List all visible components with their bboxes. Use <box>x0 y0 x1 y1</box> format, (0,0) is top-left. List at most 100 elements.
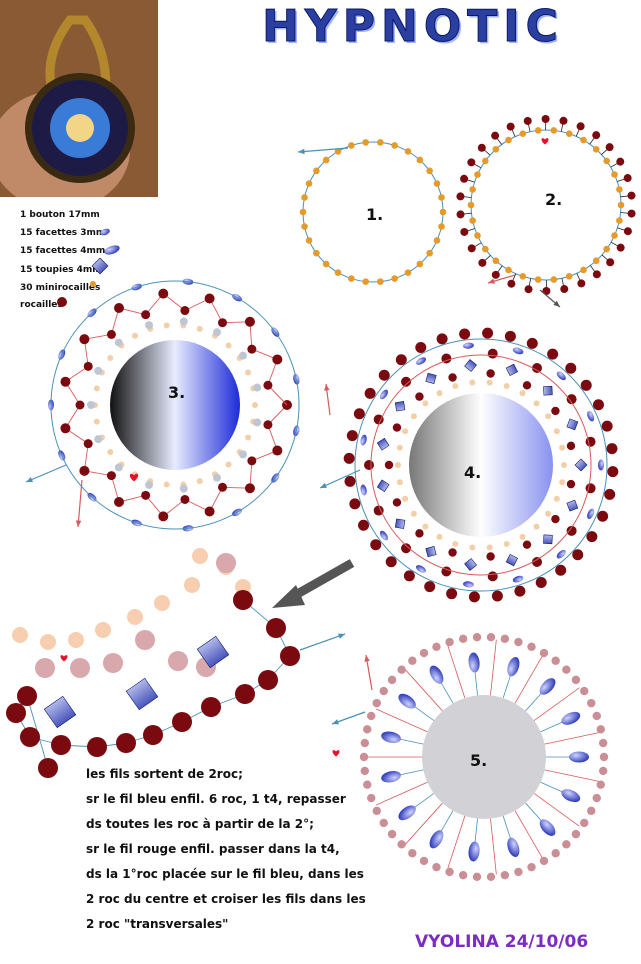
rocaille-bead <box>616 243 625 252</box>
rocaille-bead <box>446 588 458 600</box>
rocaille-bead <box>60 423 71 434</box>
minirocaille-bead <box>93 418 100 425</box>
toupie-bead <box>196 635 230 669</box>
rocaille-bead <box>577 279 586 288</box>
thread <box>404 669 443 712</box>
rocaille-bead <box>263 380 273 390</box>
blue-thread-arrow <box>319 469 361 489</box>
facette-bead <box>381 731 401 744</box>
rocaille-bead <box>367 711 376 721</box>
minirocaille-bead <box>305 237 313 244</box>
rocaille-bead <box>408 656 417 665</box>
rocaille-bead <box>258 670 278 690</box>
rocaille-bead <box>539 856 549 866</box>
rocaille-bead <box>551 406 560 416</box>
minirocaille-bead <box>348 142 355 149</box>
grey-bead <box>94 435 103 444</box>
minirocaille-bead <box>377 139 384 146</box>
grey-bead <box>238 450 247 459</box>
author-credit: VYOLINA 24/10/06 <box>415 932 589 952</box>
rocaille-bead <box>522 540 532 549</box>
minirocaille-bead <box>492 145 500 153</box>
thread <box>354 338 608 592</box>
step-2-diagram <box>456 115 636 308</box>
rocaille-bead <box>487 348 498 359</box>
rocaille-bead <box>596 725 605 734</box>
minirocaille-bead <box>482 245 489 253</box>
instruction-line: sr le fil rouge enfil. passer dans la t4… <box>86 842 340 856</box>
rocaille-bead <box>353 408 365 420</box>
minirocaille-bead <box>68 632 84 648</box>
grey-bead <box>145 321 154 330</box>
facette-bead <box>569 751 589 763</box>
minirocaille-bead <box>503 383 510 390</box>
toupie-bead <box>566 418 579 431</box>
rocaille-bead <box>607 466 619 478</box>
rocaille-bead <box>346 430 358 442</box>
grey-bead <box>213 473 221 482</box>
minirocaille-bead <box>433 237 441 244</box>
minirocaille-bead <box>492 257 500 265</box>
rocaille-bead <box>486 552 495 561</box>
thread <box>533 687 580 721</box>
thread <box>533 793 580 827</box>
button-17mm <box>422 695 546 819</box>
minirocaille-bead <box>616 217 623 224</box>
facette-bead <box>598 459 604 471</box>
rocaille-bead <box>592 793 601 803</box>
facette-bead <box>381 770 401 783</box>
facette-bead <box>587 411 595 422</box>
facette-bead <box>539 678 556 695</box>
rocaille-bead <box>143 725 163 745</box>
thread <box>447 644 466 699</box>
rocaille-bead <box>458 634 468 644</box>
minirocaille-bead <box>467 201 475 209</box>
minirocaille-bead <box>433 180 441 187</box>
rocaille-bead <box>559 116 568 125</box>
rocaille-bead <box>580 818 589 828</box>
button-17mm <box>409 393 553 537</box>
rocaille-bead <box>38 758 58 778</box>
toupie-bead <box>505 363 519 377</box>
rocaille-bead <box>372 806 381 816</box>
facette-bead <box>360 434 367 446</box>
rocaille-bead <box>627 191 636 200</box>
thread <box>65 339 89 383</box>
rocaille-bead <box>472 633 482 642</box>
minirocaille-bead <box>505 266 512 274</box>
grey-bead <box>114 463 123 472</box>
thread <box>118 293 164 316</box>
minirocaille-bead <box>561 462 567 468</box>
rocaille-bead <box>616 157 625 166</box>
thread <box>118 494 164 517</box>
rocaille-bead <box>576 122 585 131</box>
rocaille-bead <box>372 698 381 708</box>
rocaille-bead <box>601 420 613 432</box>
rocaille-bead <box>597 510 609 522</box>
rocaille-bead <box>397 665 406 674</box>
minirocaille-bead <box>550 276 558 283</box>
step-1-diagram <box>297 139 447 285</box>
rocaille-bead <box>500 870 510 880</box>
toupie-bead <box>543 534 553 545</box>
rocaille-bead <box>562 665 571 674</box>
material-item: 15 facettes 3mm <box>20 228 106 238</box>
rocaille-bead <box>560 285 569 294</box>
rocaille-bead <box>555 564 567 576</box>
toupie-bead <box>394 518 406 529</box>
page-title: HYPNOTIC <box>262 1 564 52</box>
facette-bead <box>587 508 595 519</box>
rocaille-bead <box>467 244 476 253</box>
minirocaille-bead <box>603 157 610 165</box>
rocaille-bead <box>586 531 598 543</box>
minirocaille-bead <box>565 130 573 137</box>
grey-bead <box>145 480 154 489</box>
swatch-facette-3mm <box>100 228 110 236</box>
rocaille-bead <box>6 703 26 723</box>
rocaille-bead <box>424 581 436 593</box>
rocaille-bead <box>596 780 605 789</box>
facette-bead <box>468 841 480 862</box>
facette-bead <box>429 665 444 684</box>
facette-bead <box>416 565 426 573</box>
